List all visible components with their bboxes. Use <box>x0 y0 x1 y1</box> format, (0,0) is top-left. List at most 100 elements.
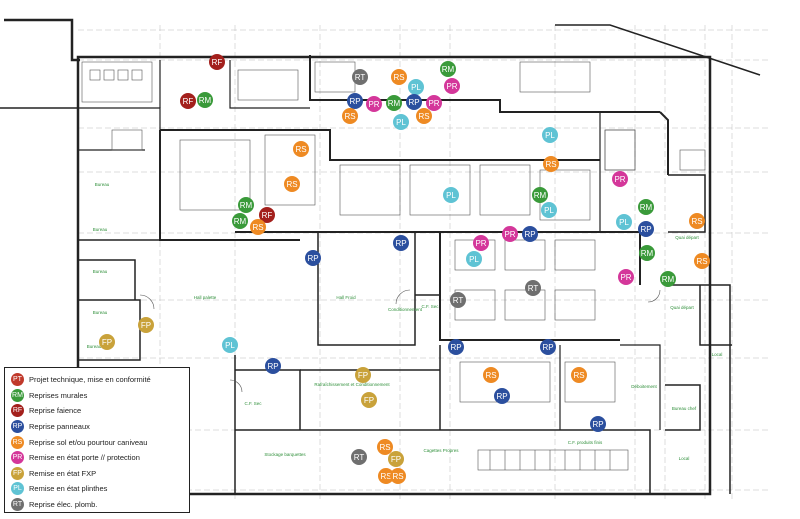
marker-code: RS <box>696 257 707 266</box>
marker-code: RS <box>393 73 404 82</box>
marker-code: RP <box>349 97 360 106</box>
marker-rp: RP <box>638 221 654 237</box>
marker-rp: RP <box>522 226 538 242</box>
marker-pr: PR <box>502 226 518 242</box>
marker-rp: RP <box>540 339 556 355</box>
marker-code: PR <box>614 175 625 184</box>
marker-circle <box>293 141 309 157</box>
marker-circle <box>426 95 442 111</box>
marker-circle <box>342 108 358 124</box>
room-label: Bureau <box>93 227 108 232</box>
marker-circle <box>590 416 606 432</box>
marker-circle <box>138 317 154 333</box>
marker-circle <box>473 235 489 251</box>
legend-item-pt: PT Projet technique, mise en conformité <box>11 372 189 388</box>
marker-code: RP <box>640 225 651 234</box>
marker-code: RS <box>485 371 496 380</box>
marker-circle <box>408 79 424 95</box>
marker-circle <box>494 388 510 404</box>
marker-circle <box>543 156 559 172</box>
marker-rs: RS <box>391 69 407 85</box>
legend-label: Remise en état porte // protection <box>29 453 140 463</box>
marker-pr: PR <box>444 78 460 94</box>
marker-circle <box>388 451 404 467</box>
marker-rs: RS <box>483 367 499 383</box>
marker-code: RM <box>640 203 653 212</box>
marker-rm: RM <box>232 213 248 229</box>
marker-code: RF <box>212 58 223 67</box>
room-label: C.F. Sec <box>244 401 262 406</box>
legend-dot: FP <box>11 466 24 480</box>
marker-rs: RS <box>416 108 432 124</box>
marker-circle <box>232 213 248 229</box>
marker-code: PR <box>475 239 486 248</box>
legend-label: Reprise élec. plomb. <box>29 500 98 510</box>
room-label: Hall Froid <box>336 295 356 300</box>
legend-label: Reprises murales <box>29 390 88 400</box>
room-label: Quai départ <box>675 235 699 240</box>
marker-circle <box>639 245 655 261</box>
room-label: Quai départ <box>670 305 694 310</box>
marker-code: RS <box>344 112 355 121</box>
marker-code: FP <box>391 455 401 464</box>
marker-circle <box>443 187 459 203</box>
legend-dot: RM <box>11 388 24 402</box>
marker-rp: RP <box>347 93 363 109</box>
room-label: Local <box>712 352 723 357</box>
marker-code: RS <box>252 223 263 232</box>
marker-pr: PR <box>473 235 489 251</box>
marker-code: PL <box>411 83 421 92</box>
marker-rs: RS <box>571 367 587 383</box>
marker-circle <box>390 468 406 484</box>
marker-circle <box>532 187 548 203</box>
marker-circle <box>525 280 541 296</box>
marker-code: PL <box>446 191 456 200</box>
marker-pl: PL <box>408 79 424 95</box>
marker-rm: RM <box>238 197 254 213</box>
marker-circle <box>305 250 321 266</box>
marker-circle <box>347 93 363 109</box>
marker-pl: PL <box>616 214 632 230</box>
legend-label: Remise en état plinthes <box>29 484 108 494</box>
walls <box>0 18 761 496</box>
marker-code: RF <box>183 97 194 106</box>
marker-fp: FP <box>99 334 115 350</box>
marker-circle <box>638 199 654 215</box>
marker-code: FP <box>141 321 151 330</box>
marker-code: PL <box>396 118 406 127</box>
marker-pr: PR <box>618 269 634 285</box>
legend-label: Projet technique, mise en conformité <box>29 375 151 385</box>
marker-circle <box>361 392 377 408</box>
marker-circle <box>197 92 213 108</box>
marker-code: PL <box>544 206 554 215</box>
marker-code: PR <box>428 99 439 108</box>
marker-code: RP <box>450 343 461 352</box>
marker-rp: RP <box>305 250 321 266</box>
marker-code: PR <box>504 230 515 239</box>
legend-dot: PT <box>11 373 24 387</box>
room-label: Bureau <box>87 344 102 349</box>
marker-code: RT <box>528 284 539 293</box>
marker-circle <box>448 339 464 355</box>
marker-circle <box>209 54 225 70</box>
legend-dot: RF <box>11 404 24 418</box>
marker-rs: RS <box>694 253 710 269</box>
marker-circle <box>180 93 196 109</box>
legend-item-rm: RM Reprises murales <box>11 388 189 404</box>
marker-circle <box>391 69 407 85</box>
marker-circle <box>222 337 238 353</box>
interior-details <box>81 61 706 471</box>
legend-dot: RP <box>11 420 24 434</box>
marker-code: PL <box>469 255 479 264</box>
marker-circle <box>450 292 466 308</box>
marker-code: RS <box>379 443 390 452</box>
marker-circle <box>351 449 367 465</box>
marker-rm: RM <box>440 61 456 77</box>
marker-circle <box>284 176 300 192</box>
marker-code: RM <box>234 217 247 226</box>
